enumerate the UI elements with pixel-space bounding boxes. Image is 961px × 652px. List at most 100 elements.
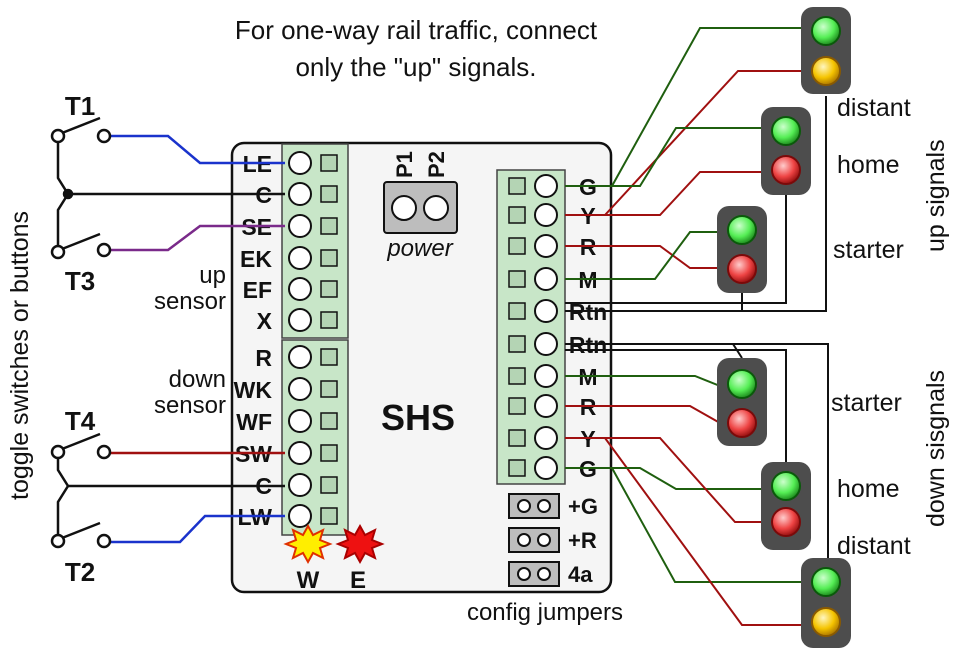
- left-terminal-label: X: [257, 308, 273, 334]
- left-terminal-socket: [320, 412, 338, 430]
- right-terminal-socket: [508, 237, 526, 255]
- right-terminal-socket: [508, 429, 526, 447]
- power-pin-label-p2: P2: [424, 151, 449, 178]
- power-pin-p1: [391, 195, 417, 221]
- up-starter-signal: [717, 206, 767, 293]
- down-starter-signal: [717, 358, 767, 446]
- down-distant-label: distant: [837, 532, 911, 560]
- down-signals-group-label: down sisgnals: [922, 370, 950, 527]
- right-terminal-screw[interactable]: [534, 174, 558, 198]
- up-signals-group-label: up signals: [922, 139, 950, 252]
- left-terminal-label: EF: [243, 277, 272, 303]
- down-home-signal: [761, 462, 811, 550]
- right-terminal-screw[interactable]: [534, 426, 558, 450]
- down-distant-signal: [801, 558, 851, 648]
- right-terminal-socket: [508, 177, 526, 195]
- left-terminal-label: EK: [240, 246, 272, 272]
- switch-t4[interactable]: [50, 432, 112, 460]
- left-terminal-screw[interactable]: [288, 277, 312, 301]
- indicator-w-star: [283, 523, 333, 565]
- switch-wiring: [56, 134, 285, 544]
- down-starter-label: starter: [831, 389, 902, 417]
- left-terminal-screw[interactable]: [288, 345, 312, 369]
- left-terminal-socket: [320, 380, 338, 398]
- jumper-label-4a: 4a: [568, 562, 593, 587]
- right-terminal-socket: [508, 270, 526, 288]
- left-terminal-socket: [320, 348, 338, 366]
- note-line-1: For one-way rail traffic, connect: [235, 15, 598, 45]
- up-sensor-label-1: up: [199, 262, 226, 289]
- board-title: SHS: [381, 397, 455, 438]
- left-terminal-screw[interactable]: [288, 214, 312, 238]
- up-distant-signal: [801, 7, 851, 94]
- switches-side-label: toggle switches or buttons: [6, 211, 34, 500]
- indicator-e-label: E: [350, 567, 366, 594]
- power-pin-label-p1: P1: [392, 151, 417, 178]
- right-terminal-socket: [508, 397, 526, 415]
- left-terminal-screw[interactable]: [288, 151, 312, 175]
- config-jumpers-label: config jumpers: [467, 599, 623, 626]
- left-terminal-screw[interactable]: [288, 473, 312, 497]
- jumper-label-plus-g: +G: [568, 494, 598, 519]
- down-sensor-label-1: down: [169, 366, 226, 393]
- left-terminal-label: R: [255, 345, 272, 371]
- up-home-label: home: [837, 151, 900, 179]
- right-terminal-screw[interactable]: [534, 203, 558, 227]
- jumper-label-plus-r: +R: [568, 528, 597, 553]
- note-line-2: only the "up" signals.: [295, 52, 536, 82]
- left-terminal-screw[interactable]: [288, 504, 312, 528]
- right-terminal-screw[interactable]: [534, 267, 558, 291]
- switch-t3[interactable]: [50, 232, 112, 260]
- right-terminal-socket: [508, 302, 526, 320]
- right-terminal-screw[interactable]: [534, 299, 558, 323]
- left-terminal-screw[interactable]: [288, 409, 312, 433]
- power-label: power: [386, 235, 453, 262]
- left-terminal-socket: [320, 507, 338, 525]
- up-starter-label: starter: [833, 236, 904, 264]
- left-terminal-screw[interactable]: [288, 308, 312, 332]
- left-terminal-socket: [320, 185, 338, 203]
- jumper-4a[interactable]: [508, 561, 560, 587]
- left-terminal-block: [281, 143, 349, 536]
- right-terminal-block: [496, 169, 566, 485]
- down-home-label: home: [837, 475, 900, 503]
- right-terminal-screw[interactable]: [534, 234, 558, 258]
- left-terminal-socket: [320, 280, 338, 298]
- left-terminal-socket: [320, 217, 338, 235]
- switch-label-t1: T1: [65, 91, 95, 121]
- left-terminal-screw[interactable]: [288, 377, 312, 401]
- down-sensor-label-2: sensor: [154, 392, 226, 419]
- left-terminal-socket: [320, 249, 338, 267]
- jumper-plus-g[interactable]: [508, 493, 560, 519]
- right-terminal-socket: [508, 459, 526, 477]
- switch-t2[interactable]: [50, 521, 112, 549]
- right-terminal-screw[interactable]: [534, 394, 558, 418]
- left-terminal-screw[interactable]: [288, 441, 312, 465]
- indicator-w-label: W: [297, 567, 320, 594]
- power-pin-p2: [423, 195, 449, 221]
- right-terminal-socket: [508, 206, 526, 224]
- left-terminal-screw[interactable]: [288, 246, 312, 270]
- left-terminal-screw[interactable]: [288, 182, 312, 206]
- indicator-e-star: [335, 523, 385, 565]
- signal-wiring: [565, 27, 829, 626]
- right-terminal-screw[interactable]: [534, 456, 558, 480]
- up-home-signal: [761, 107, 811, 195]
- up-distant-label: distant: [837, 94, 911, 122]
- jumper-plus-r[interactable]: [508, 527, 560, 553]
- right-terminal-socket: [508, 367, 526, 385]
- up-sensor-label-2: sensor: [154, 288, 226, 315]
- switch-label-t3: T3: [65, 266, 95, 296]
- switch-label-t4: T4: [65, 406, 96, 436]
- left-terminal-label: WF: [236, 409, 272, 435]
- switch-t1[interactable]: [50, 116, 112, 144]
- left-terminal-socket: [320, 476, 338, 494]
- left-terminal-label: WK: [234, 377, 273, 403]
- right-terminal-screw[interactable]: [534, 364, 558, 388]
- right-terminal-screw[interactable]: [534, 332, 558, 356]
- left-terminal-socket: [320, 444, 338, 462]
- left-terminal-socket: [320, 154, 338, 172]
- switch-label-t2: T2: [65, 557, 95, 587]
- left-terminal-socket: [320, 311, 338, 329]
